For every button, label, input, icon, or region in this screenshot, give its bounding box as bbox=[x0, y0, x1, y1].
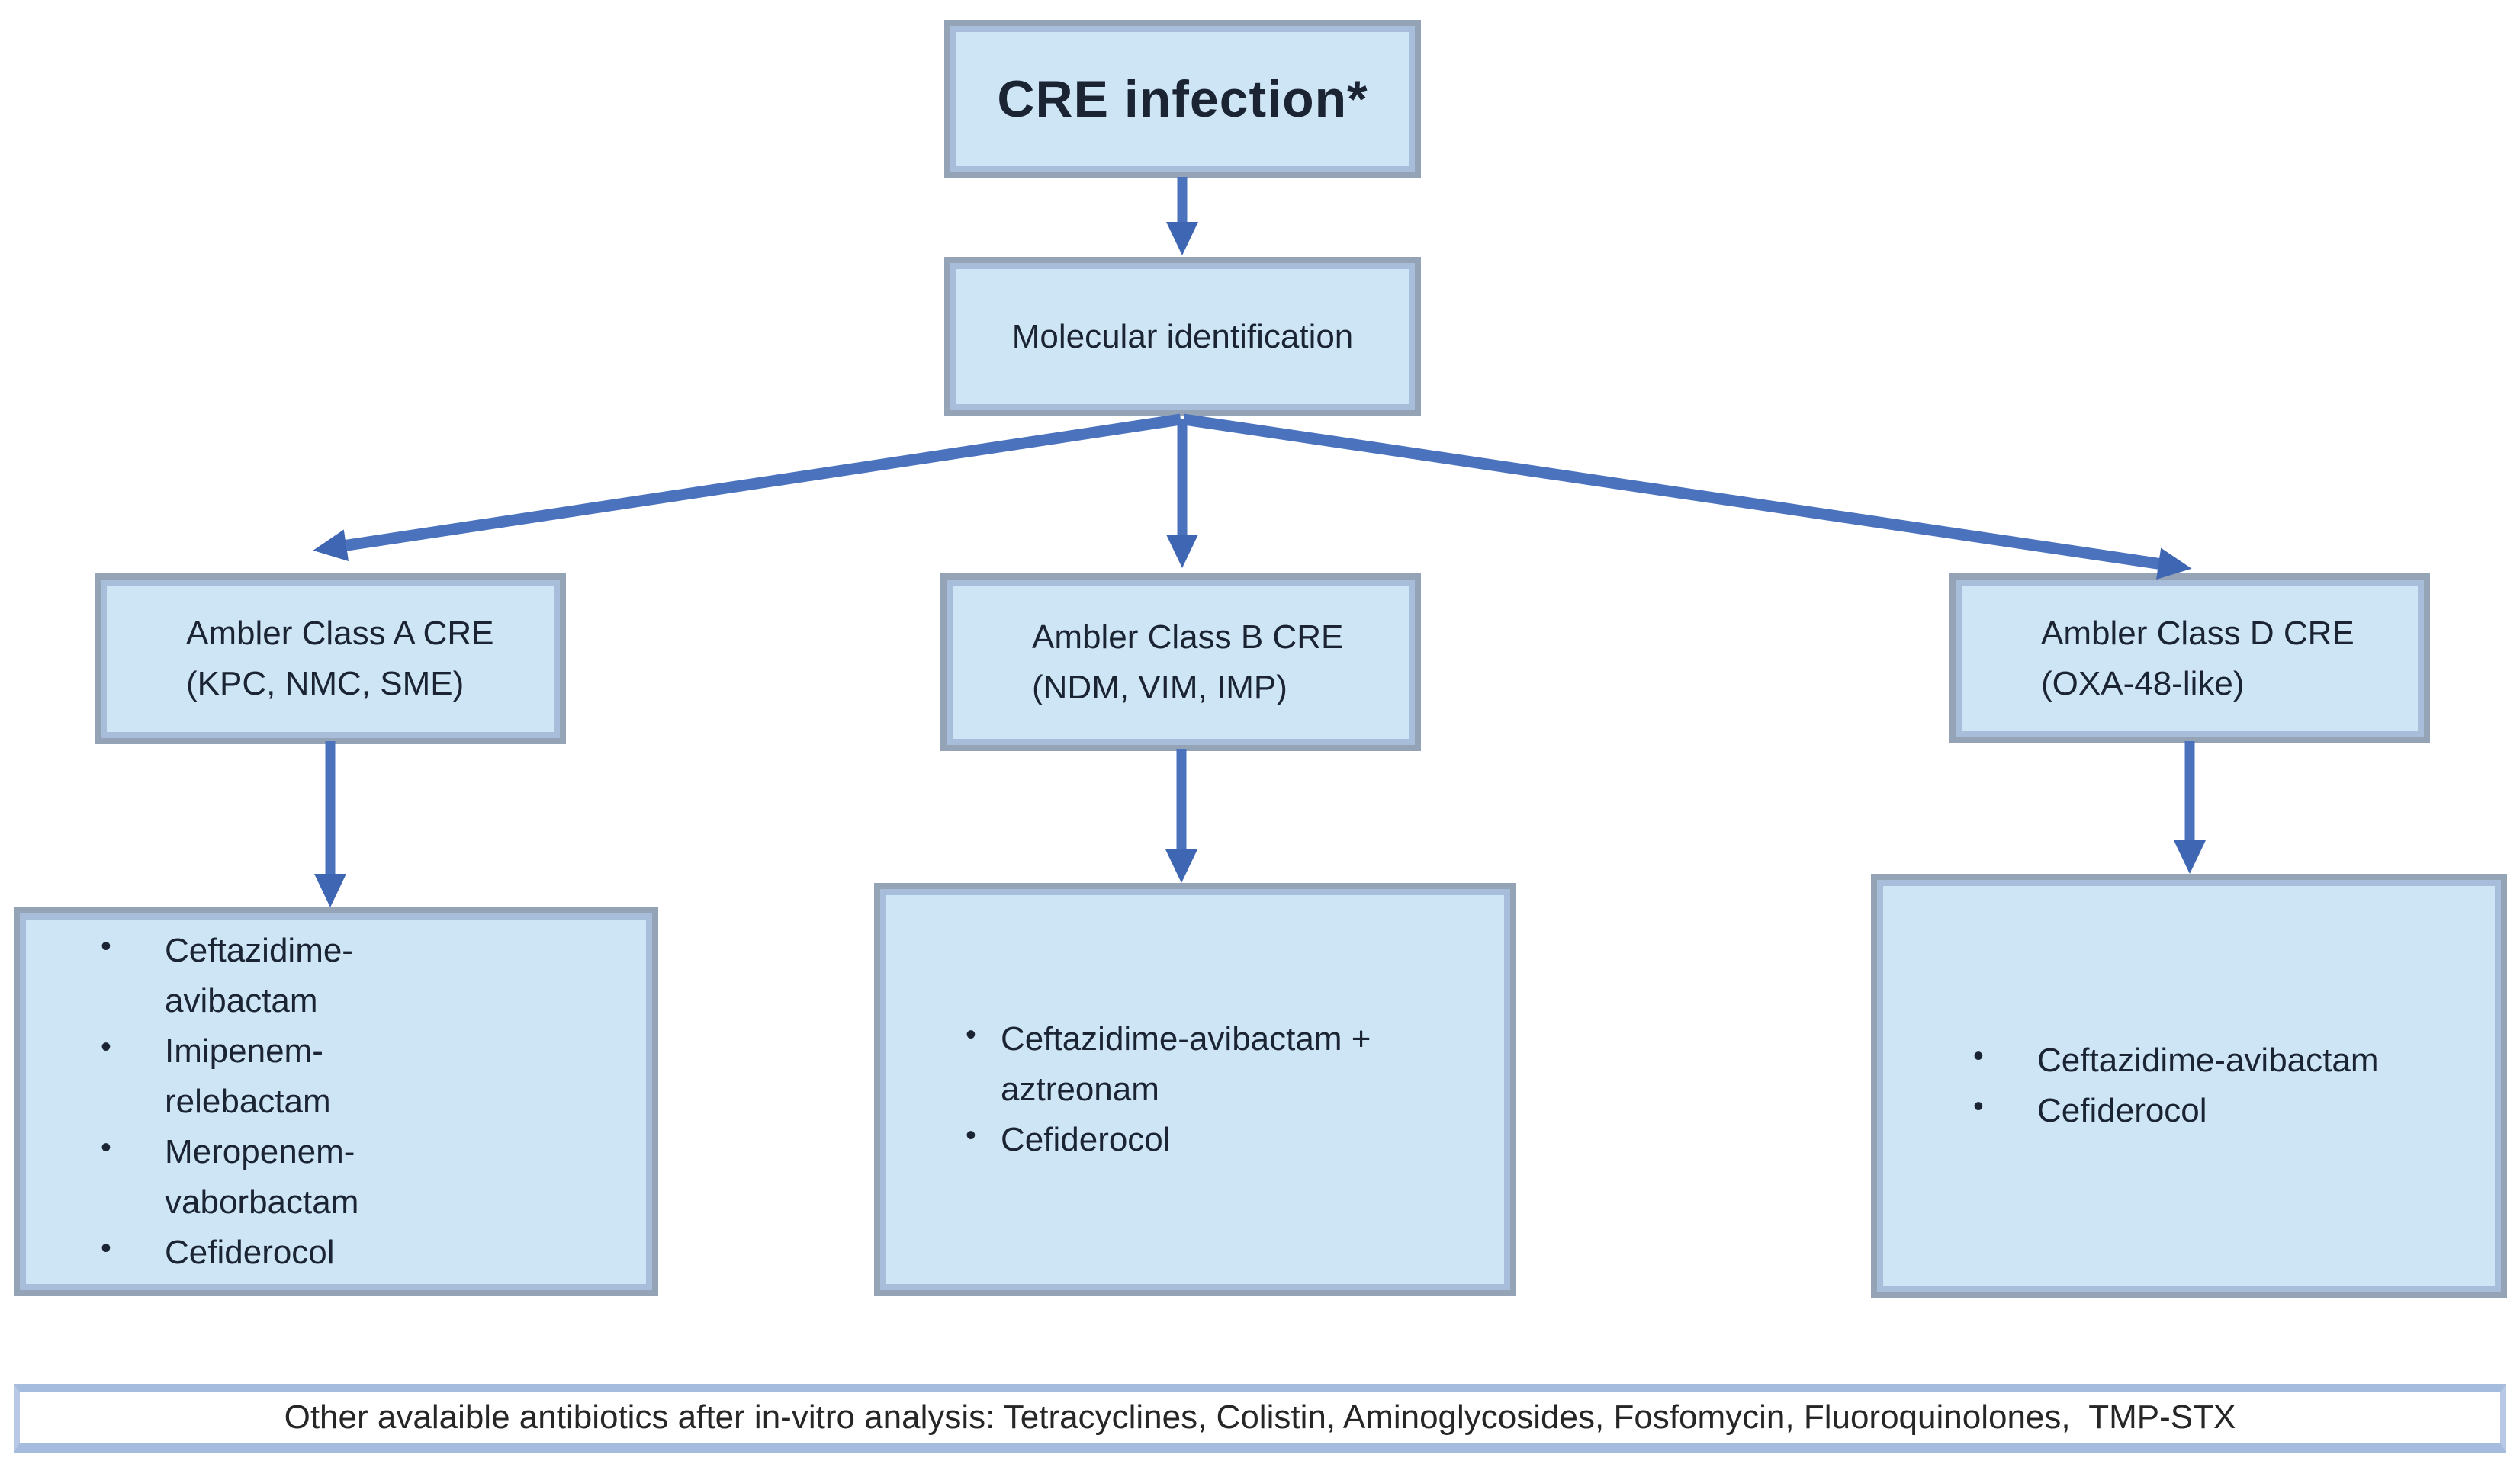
class-d-box: Ambler Class D CRE (OXA-48-like) bbox=[1949, 573, 2430, 743]
class-a-treatments-box: Ceftazidime-avibactamImipenem-relebactam… bbox=[14, 907, 658, 1296]
treatment-item: Cefiderocol bbox=[96, 1226, 455, 1278]
treatment-item: Cefiderocol bbox=[961, 1113, 1419, 1165]
footer-bar: Other avalaible antibiotics after in-vit… bbox=[14, 1384, 2506, 1453]
footer-text: Other avalaible antibiotics after in-vit… bbox=[284, 1398, 2236, 1436]
class-d-subtitle: (OXA-48-like) bbox=[2041, 664, 2245, 702]
treatment-item: Ceftazidime-avibactam bbox=[96, 924, 455, 1026]
class-b-subtitle: (NDM, VIM, IMP) bbox=[1032, 668, 1287, 706]
class-a-box: Ambler Class A CRE (KPC, NMC, SME) bbox=[95, 573, 566, 744]
class-d-treatments-box: Ceftazidime-avibactamCefiderocol bbox=[1871, 874, 2507, 1298]
treatment-item: Ceftazidime-avibactam + aztreonam bbox=[961, 1013, 1419, 1115]
molecular-box: Molecular identification bbox=[944, 257, 1421, 416]
molecular-label: Molecular identification bbox=[1011, 317, 1354, 355]
class-a-treatments-list: Ceftazidime-avibactamImipenem-relebactam… bbox=[96, 924, 455, 1278]
class-d-title: Ambler Class D CRE bbox=[2041, 614, 2354, 652]
treatment-item: Ceftazidime-avibactam bbox=[1969, 1034, 2457, 1086]
class-a-title: Ambler Class A CRE bbox=[186, 615, 494, 652]
treatment-item: Cefiderocol bbox=[1969, 1084, 2457, 1136]
treatment-item: Imipenem-relebactam bbox=[96, 1025, 455, 1127]
root-box: CRE infection* bbox=[944, 20, 1421, 178]
arrow-molecular-to-class-a bbox=[313, 413, 1182, 562]
treatment-item: Meropenem-vaborbactam bbox=[96, 1125, 455, 1228]
root-label: CRE infection* bbox=[997, 70, 1368, 128]
class-a-subtitle: (KPC, NMC, SME) bbox=[186, 665, 464, 702]
class-d-treatments-list: Ceftazidime-avibactamCefiderocol bbox=[1969, 1034, 2457, 1136]
class-b-treatments-list: Ceftazidime-avibactam + aztreonamCefider… bbox=[961, 1013, 1419, 1165]
class-b-box: Ambler Class B CRE (NDM, VIM, IMP) bbox=[940, 573, 1421, 751]
class-b-treatments-box: Ceftazidime-avibactam + aztreonamCefider… bbox=[874, 883, 1516, 1296]
class-b-title: Ambler Class B CRE bbox=[1032, 618, 1344, 656]
arrow-molecular-to-class-d bbox=[1182, 413, 2192, 580]
